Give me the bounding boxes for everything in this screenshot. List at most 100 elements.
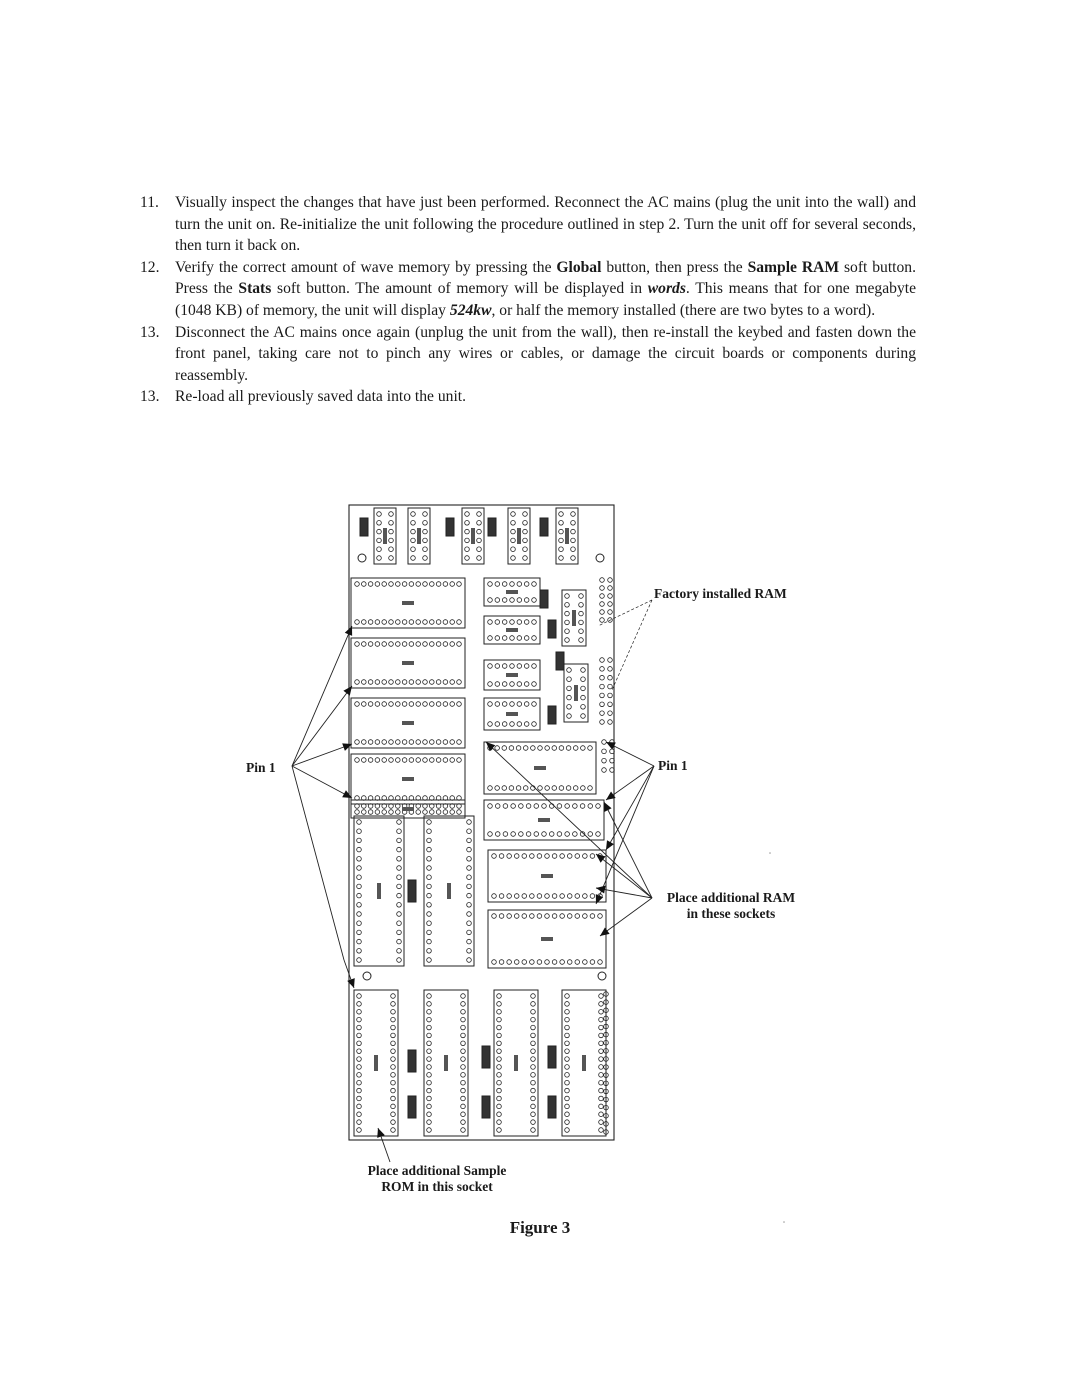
pin-hole: [595, 831, 601, 837]
step-text: Verify the correct amount of wave memory…: [175, 258, 557, 276]
pin-hole: [487, 581, 493, 587]
pin-hole: [361, 701, 367, 707]
pin-hole: [466, 911, 472, 917]
pin-hole: [523, 635, 530, 641]
pin-hole: [426, 957, 432, 963]
pin-hole: [426, 865, 432, 871]
pin-hole: [426, 1001, 432, 1007]
pin-hole: [460, 1127, 466, 1133]
pin-hole: [390, 1040, 396, 1046]
pin-hole: [607, 683, 613, 690]
chip-marking: [417, 528, 421, 544]
pin-hole: [574, 853, 580, 859]
pin-hole: [456, 809, 462, 815]
pin-hole: [607, 601, 613, 607]
pin-hole: [395, 739, 401, 745]
pin-hole: [426, 874, 432, 880]
leader-line: [291, 685, 353, 767]
mounting-hole: [595, 553, 605, 563]
pin-hole: [426, 1048, 432, 1054]
pin-hole: [442, 739, 449, 745]
pin-hole: [395, 619, 401, 625]
pin-hole: [598, 1111, 604, 1117]
pin-hole: [367, 619, 374, 625]
pin-hole: [381, 803, 387, 809]
pin-hole: [476, 555, 482, 561]
pin-hole: [558, 511, 564, 517]
pin-hole: [523, 619, 530, 625]
pin-hole: [426, 1103, 432, 1110]
pin-hole: [367, 803, 374, 809]
middle-chip: [563, 663, 589, 723]
arrow-head: [604, 802, 612, 812]
pin-hole: [415, 757, 421, 763]
pin-hole: [496, 1016, 502, 1023]
pin-hole: [558, 537, 564, 544]
pin-hole: [388, 511, 394, 517]
pin-hole: [426, 883, 432, 890]
pin-hole: [603, 1048, 609, 1054]
pin-hole: [381, 757, 387, 763]
pin-hole: [598, 1032, 604, 1039]
pin-hole: [531, 581, 537, 587]
pin-hole: [498, 913, 505, 919]
pin-hole: [530, 1048, 536, 1054]
pin-hole: [564, 1119, 570, 1125]
pin-hole: [564, 1009, 570, 1015]
chip-marking: [402, 601, 414, 605]
pin-hole: [570, 520, 576, 526]
pin-hole: [516, 663, 523, 669]
pin-hole: [567, 853, 573, 859]
pin-hole: [356, 892, 362, 899]
pin-hole: [354, 803, 360, 809]
top-chip: [555, 507, 579, 565]
pin-hole: [422, 546, 428, 552]
pin-hole: [435, 679, 442, 685]
pin-hole: [374, 701, 381, 707]
pin-hole: [390, 1001, 396, 1007]
pin-hole: [598, 1009, 604, 1015]
pin-hole: [426, 1072, 432, 1078]
pin-hole: [487, 701, 493, 707]
pin-hole: [603, 999, 609, 1005]
pin-hole: [374, 803, 381, 809]
pin-hole: [356, 929, 362, 936]
pin-hole: [466, 874, 472, 880]
pin-hole: [566, 713, 572, 719]
pin-hole: [531, 701, 537, 707]
pin-hole: [536, 893, 543, 899]
pin-hole: [422, 809, 428, 815]
pin-hole: [494, 635, 501, 641]
pin-hole: [401, 641, 408, 647]
pin-hole: [599, 585, 605, 591]
pin-hole: [580, 785, 586, 791]
pin-hole: [607, 617, 613, 623]
pin-hole: [607, 577, 613, 583]
pin-hole: [564, 1103, 570, 1110]
pin-hole: [476, 546, 482, 552]
chip-marking: [565, 528, 569, 544]
pin-hole: [598, 1064, 604, 1070]
pin-hole: [598, 1001, 604, 1007]
pin-hole: [435, 757, 442, 763]
pin-hole: [354, 757, 360, 763]
pin-hole: [564, 1001, 570, 1007]
pin-hole: [390, 1048, 396, 1054]
vertical-chip: [353, 815, 405, 967]
pin-hole: [573, 785, 579, 791]
pin-hole: [466, 929, 472, 936]
pin-hole: [442, 581, 449, 587]
pin-hole: [464, 520, 470, 526]
pin-hole: [426, 1087, 432, 1094]
pin-hole: [422, 701, 428, 707]
pin-hole: [580, 685, 586, 692]
pin-hole: [559, 893, 565, 899]
pin-hole: [607, 609, 613, 615]
pin-hole: [410, 537, 416, 544]
pin-hole: [530, 993, 536, 999]
pin-hole: [531, 619, 537, 625]
pin-hole: [587, 831, 593, 837]
pin-hole: [514, 853, 520, 859]
pin-hole: [466, 957, 472, 963]
pin-hole: [518, 831, 524, 837]
